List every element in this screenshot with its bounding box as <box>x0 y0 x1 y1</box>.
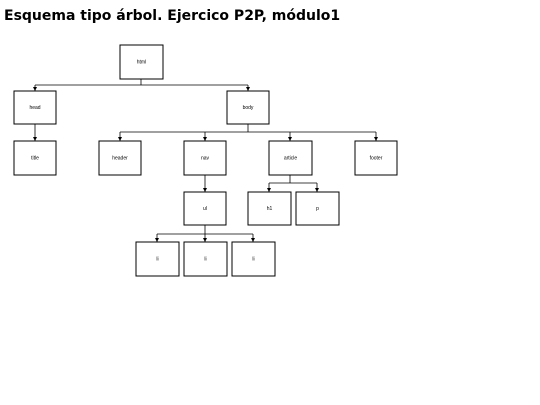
node-header: header <box>98 140 142 176</box>
node-p: p <box>295 191 340 226</box>
node-html-label: html <box>137 60 146 66</box>
node-title: title <box>13 140 57 176</box>
node-h1: h1 <box>247 191 292 226</box>
edges-ul <box>155 225 255 242</box>
node-title-label: title <box>31 156 39 162</box>
node-li-1: li <box>135 241 180 277</box>
node-h1-label: h1 <box>267 206 273 212</box>
node-li-3-label: li <box>252 257 254 263</box>
node-body-label: body <box>243 105 254 111</box>
edges-article <box>267 175 319 192</box>
node-ul-label: ul <box>203 206 207 212</box>
node-footer: footer <box>354 140 398 176</box>
node-article: article <box>268 140 313 176</box>
node-head-label: head <box>29 105 40 111</box>
node-head: head <box>13 90 57 125</box>
node-nav: nav <box>183 140 227 176</box>
node-li-3: li <box>231 241 276 277</box>
node-li-2-label: li <box>204 257 206 263</box>
node-article-label: article <box>284 156 298 162</box>
node-html: html <box>119 44 164 80</box>
node-footer-label: footer <box>370 156 383 162</box>
node-nav-label: nav <box>201 156 210 162</box>
node-ul: ul <box>183 191 227 226</box>
node-body: body <box>226 90 270 125</box>
page-title: Esquema tipo árbol. Ejercico P2P, módulo… <box>4 8 341 24</box>
node-p-label: p <box>316 206 319 212</box>
node-li-2: li <box>183 241 228 277</box>
edges-html <box>33 79 250 91</box>
node-li-1-label: li <box>156 257 158 263</box>
node-header-label: header <box>112 156 128 162</box>
edges-body <box>118 124 378 141</box>
